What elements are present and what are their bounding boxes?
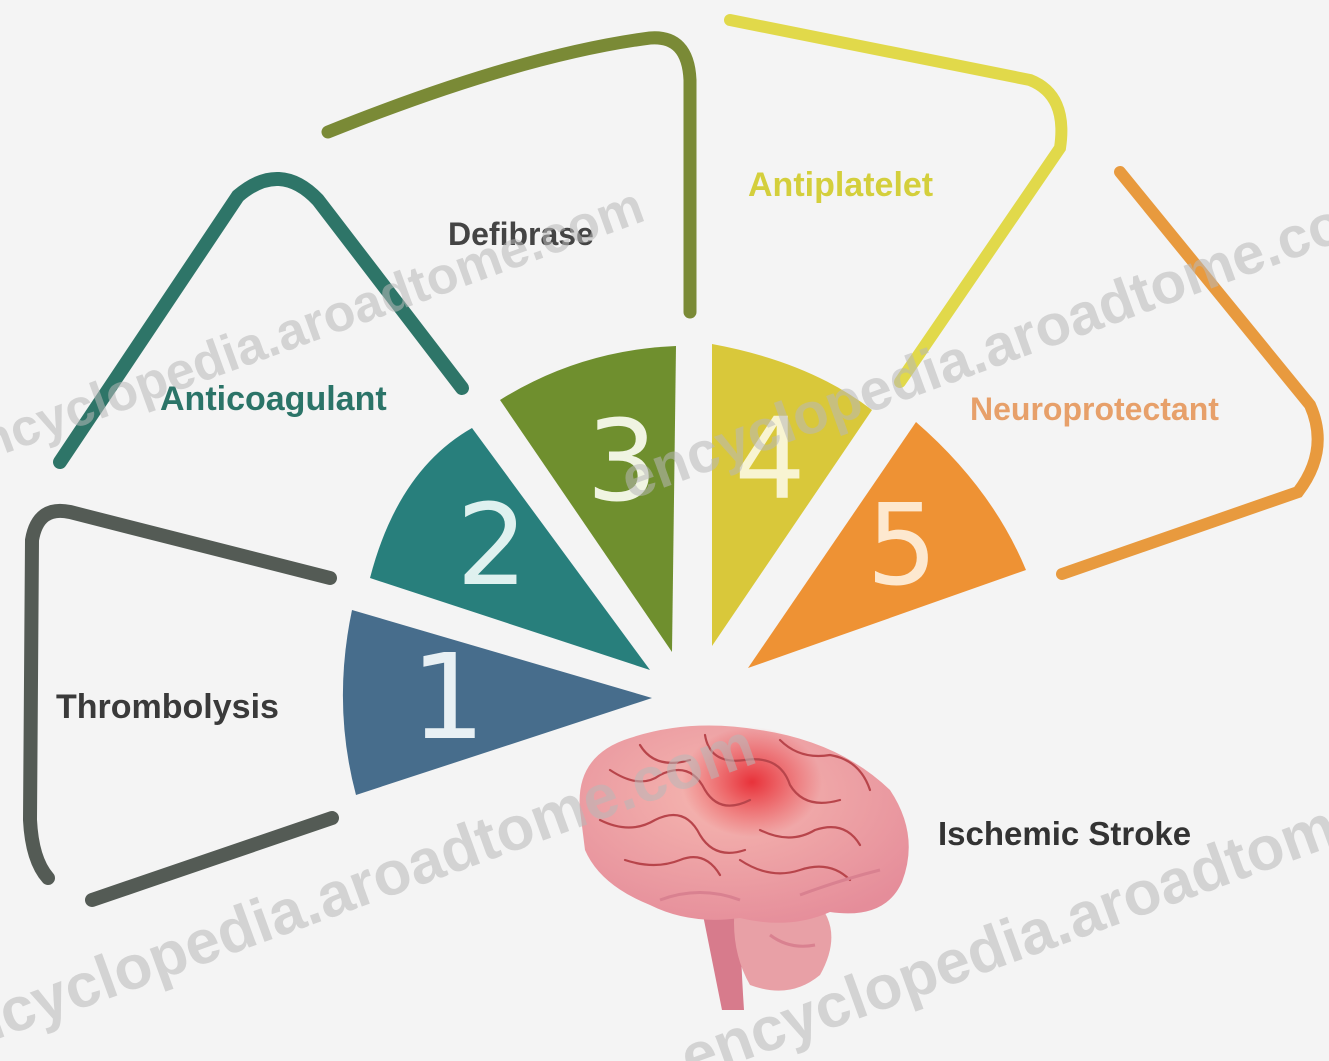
label-thrombolysis: Thrombolysis xyxy=(56,688,279,726)
segment-5-number: 5 xyxy=(866,481,937,611)
segment-1-number: 1 xyxy=(410,628,485,766)
label-neuroprotectant: Neuroprotectant xyxy=(970,391,1219,427)
watermark-2: encyclopedia.aroadtome.com xyxy=(612,172,1329,512)
label-antiplatelet: Antiplatelet xyxy=(748,166,933,204)
center-label-ischemic-stroke: Ischemic Stroke xyxy=(938,815,1191,852)
segment-2-number: 2 xyxy=(456,481,527,611)
